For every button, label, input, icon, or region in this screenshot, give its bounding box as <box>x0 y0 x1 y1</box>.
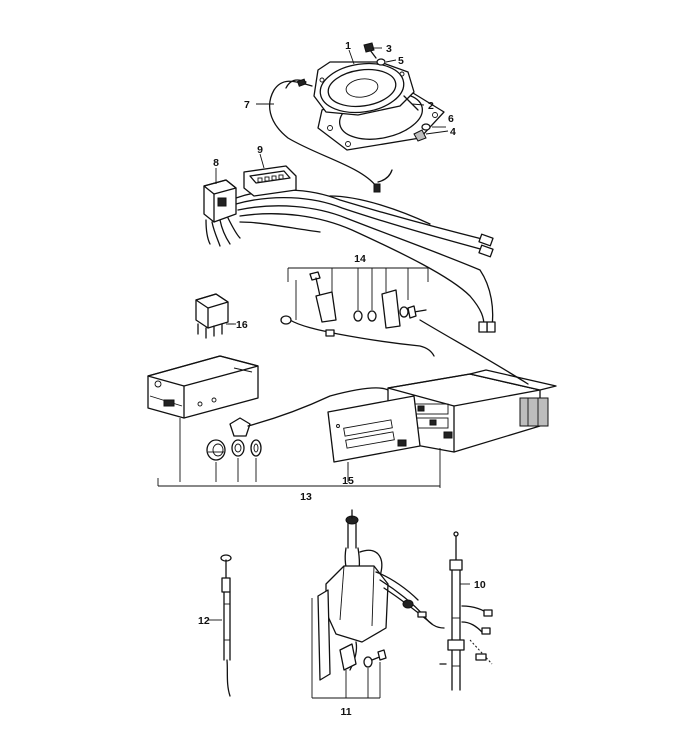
connector-housing <box>203 179 241 247</box>
callout-14: 14 <box>354 253 366 265</box>
callouts: 1 2 3 4 5 6 7 8 9 10 11 12 13 14 15 16 <box>198 40 486 718</box>
knob-washer <box>250 439 262 457</box>
telescopic-antenna <box>439 531 493 691</box>
group-13-bracket <box>157 418 441 488</box>
radio-faceplate <box>327 395 421 463</box>
callout-5: 5 <box>398 55 404 67</box>
callout-11: 11 <box>340 706 351 718</box>
bracket-set <box>280 267 435 357</box>
callout-15: 15 <box>342 475 354 487</box>
callout-9: 9 <box>257 144 263 156</box>
callout-3: 3 <box>386 43 392 55</box>
manual-antenna <box>220 554 232 697</box>
control-knob <box>206 439 226 461</box>
power-antenna <box>325 509 445 671</box>
callout-2: 2 <box>428 100 434 112</box>
callout-13: 13 <box>300 491 312 503</box>
callout-4: 4 <box>450 126 456 138</box>
switch-block <box>243 165 297 197</box>
clip <box>413 129 427 142</box>
callout-12: 12 <box>198 615 210 627</box>
callout-1: 1 <box>345 40 351 52</box>
knob-nut <box>231 439 245 457</box>
speaker <box>313 61 419 116</box>
callout-10: 10 <box>474 579 486 591</box>
callout-8: 8 <box>213 157 219 169</box>
washer <box>376 58 386 66</box>
relay <box>195 293 236 339</box>
power-lead <box>419 319 529 385</box>
callout-7: 7 <box>244 99 250 111</box>
leader-lines <box>208 47 470 621</box>
radio-unit <box>387 369 557 453</box>
nut <box>421 123 431 131</box>
screw <box>363 42 377 59</box>
antenna-cable <box>229 387 389 437</box>
callout-16: 16 <box>236 319 248 331</box>
callout-6: 6 <box>448 113 454 125</box>
antenna-bracket <box>311 589 387 699</box>
amplifier <box>147 355 259 419</box>
